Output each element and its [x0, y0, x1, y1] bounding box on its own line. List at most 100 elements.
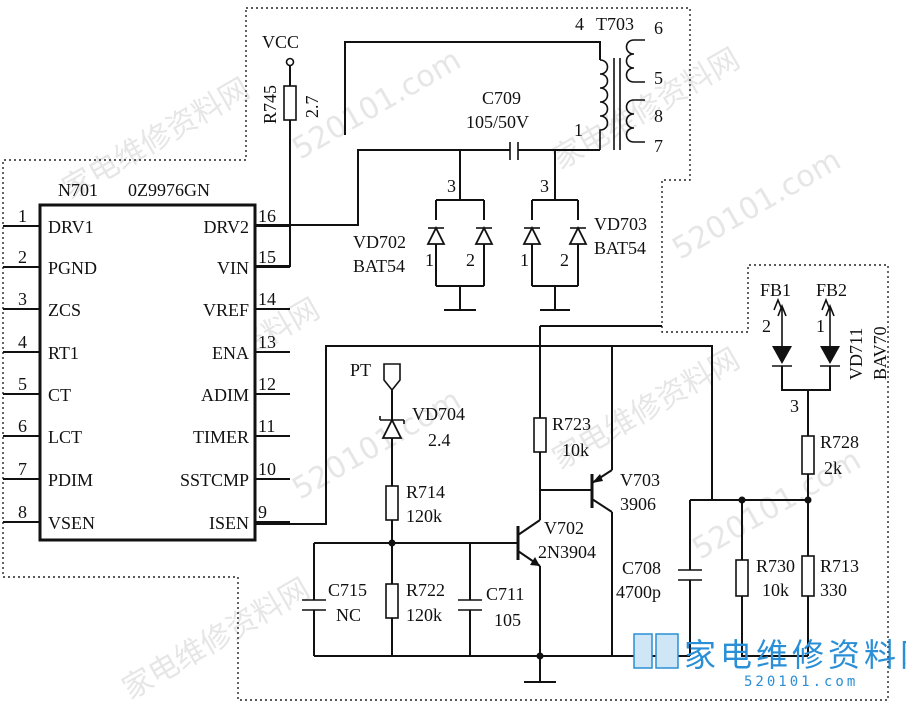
r713-ref: R713	[820, 556, 859, 576]
v702-part: 2N3904	[538, 542, 596, 562]
fb2-label: FB2	[816, 280, 847, 300]
ic-pin-number: 1	[18, 206, 27, 226]
wire-vin	[255, 120, 291, 267]
ic-pin-number: 4	[18, 332, 27, 352]
ic-pin-number: 2	[18, 247, 27, 267]
r722-ref: R722	[406, 580, 445, 600]
pt-connector	[383, 363, 401, 392]
t703-secondary-coil-a	[625, 39, 645, 83]
c708-value: 4700p	[616, 582, 661, 602]
wire	[689, 499, 808, 656]
vd704-bar	[379, 416, 405, 424]
vd711-pin2: 2	[762, 316, 771, 336]
ic-pin-number: 5	[18, 374, 27, 394]
v703-part: 3906	[620, 494, 656, 514]
wire-ladder	[313, 542, 690, 657]
ic-pin-name: PDIM	[48, 470, 93, 490]
vd703-pin1: 1	[520, 250, 529, 270]
vd702-pin3: 3	[447, 176, 456, 196]
ic-pin-number: 15	[258, 247, 276, 267]
r723-value: 10k	[562, 440, 589, 460]
t703-pin1: 1	[574, 120, 583, 140]
c711-ref: C711	[486, 584, 524, 604]
vd703-ref: VD703	[594, 214, 647, 234]
ic-pin-number: 14	[258, 289, 276, 309]
ic-n701-body	[38, 203, 257, 542]
ic-pin-name: TIMER	[193, 427, 249, 447]
vd711-pin1: 1	[816, 316, 825, 336]
ic-pin-name: ADIM	[201, 385, 249, 405]
r722-resistor	[385, 583, 399, 619]
c715-value: NC	[336, 605, 361, 625]
ic-pin-name: SSTCMP	[180, 470, 249, 490]
v703-ref: V703	[620, 470, 660, 490]
c709-ref: C709	[482, 88, 521, 108]
t703-ref: T703	[596, 14, 634, 34]
v702-transistor	[510, 519, 541, 567]
ic-pin-name: ENA	[212, 343, 249, 363]
ic-pin-name: ISEN	[209, 513, 249, 533]
t703-pin7: 7	[654, 136, 663, 156]
ic-pin-number: 3	[18, 289, 27, 309]
watermark-text: 家电维修资料网	[547, 42, 746, 177]
r723-ref: R723	[552, 414, 591, 434]
r730-ref: R730	[756, 556, 795, 576]
ground-symbol	[524, 656, 556, 683]
vcc-label: VCC	[262, 32, 299, 52]
r714-value: 120k	[406, 506, 442, 526]
vd702-diode-pair	[426, 150, 494, 311]
ic-pin-number: 16	[258, 206, 276, 226]
vd711-part: BAV70	[870, 326, 890, 380]
ic-pin-name: DRV2	[203, 217, 249, 237]
v703-transistor	[540, 346, 613, 656]
pt-label: PT	[350, 360, 371, 380]
r714-resistor	[385, 485, 399, 521]
ic-pin-name: VREF	[203, 300, 249, 320]
r745-resistor	[283, 85, 297, 121]
ic-pin-name: LCT	[48, 427, 82, 447]
c709-value: 105/50V	[466, 112, 529, 132]
r728-value: 2k	[824, 458, 842, 478]
c709-capacitor	[509, 142, 519, 160]
c711-value: 105	[494, 610, 521, 630]
r713-resistor	[801, 555, 815, 597]
r714-ref: R714	[406, 482, 445, 502]
r722-value: 120k	[406, 605, 442, 625]
ic-pin-number: 11	[258, 416, 275, 436]
ic-pin-number: 9	[258, 502, 267, 522]
module-border	[2, 7, 889, 701]
ic-right-pins: 16DRV215VIN14VREF13ENA12ADIM11TIMER10SST…	[180, 206, 290, 533]
r730-value: 10k	[762, 580, 789, 600]
ic-part-label: 0Z9976GN	[128, 180, 210, 200]
t703-secondary-coil-b	[625, 99, 645, 143]
ic-pin-number: 13	[258, 332, 276, 352]
wire-t703-pin4	[344, 41, 601, 135]
r730-resistor	[735, 559, 749, 597]
vd711-pin3: 3	[790, 396, 799, 416]
vd702-ref: VD702	[353, 232, 406, 252]
r723-resistor	[533, 417, 547, 453]
c708-capacitor	[678, 569, 702, 581]
logo-domain: 520101.com	[744, 674, 858, 690]
watermark-text: 家电维修资料网	[117, 572, 316, 707]
t703-pin4: 4	[575, 14, 584, 34]
vd703-diode-pair	[522, 150, 588, 311]
wire	[539, 325, 662, 418]
vd703-pin3: 3	[540, 176, 549, 196]
r745-ref: R745	[260, 85, 280, 124]
junction-dot	[738, 496, 746, 504]
vd703-pin2: 2	[560, 250, 569, 270]
r728-ref: R728	[820, 432, 859, 452]
vd703-part: BAT54	[594, 238, 646, 258]
t703-pin8: 8	[654, 106, 663, 126]
ic-pin-name: DRV1	[48, 217, 94, 237]
vd704-ref: VD704	[412, 404, 465, 424]
book-icon	[633, 633, 679, 669]
ic-pin-name: ZCS	[48, 300, 81, 320]
junction-dot	[804, 496, 812, 504]
logo-text: 家电维修资料网	[684, 636, 906, 674]
c711-capacitor	[458, 599, 482, 611]
wire-isen	[255, 345, 713, 525]
